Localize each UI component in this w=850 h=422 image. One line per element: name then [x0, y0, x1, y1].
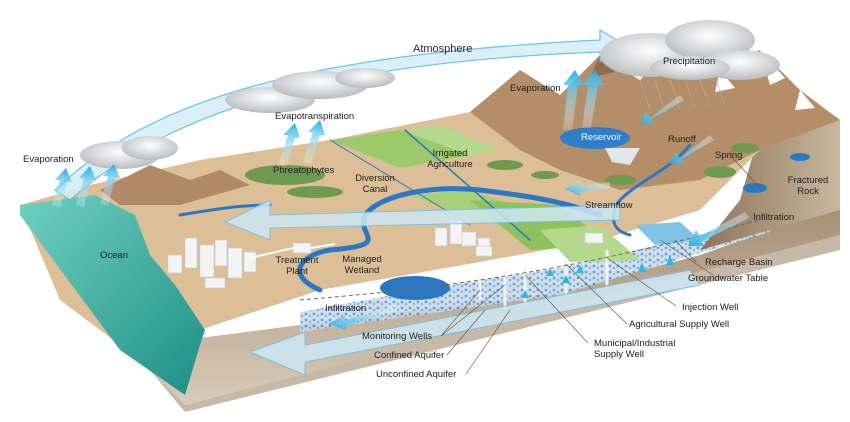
label-reservoir: Reservoir	[581, 132, 622, 143]
vegetation	[245, 143, 759, 198]
label-managed-wetland-line1: Managed	[342, 254, 382, 265]
label-fractured-rock-line2: Rock	[797, 186, 819, 197]
label-spring: Spring	[715, 150, 743, 161]
label-municipal-supply-well-line2: Supply Well	[594, 349, 644, 360]
label-infiltration-wetland: Infiltration	[325, 303, 367, 314]
streamflow-arrow	[565, 180, 610, 196]
label-municipal-supply-well: Municipal/Industrial Supply Well	[594, 338, 675, 360]
label-unconfined-aquifer: Unconfined Aquifer	[376, 369, 457, 380]
label-irrigated-agriculture-line2: Agriculture	[427, 159, 473, 170]
aquifer-band	[300, 215, 770, 332]
leader-lines	[440, 154, 761, 375]
surface-return-arrow	[223, 199, 621, 241]
infiltration-arrow-wetland	[328, 305, 397, 330]
label-diversion-canal-line2: Canal	[362, 184, 388, 195]
label-treatment-plant-line1: Treatment	[275, 255, 319, 266]
groundwater-table-line	[299, 219, 761, 301]
label-irrigated-agriculture: Irrigated Agriculture	[420, 148, 480, 170]
cloud-precipitation	[600, 20, 780, 80]
dam	[605, 148, 640, 165]
ocean	[20, 195, 205, 395]
label-diversion-canal: Diversion Canal	[350, 173, 400, 195]
runoff-arrows	[640, 95, 714, 164]
managed-wetland	[380, 276, 450, 300]
label-precipitation: Precipitation	[663, 56, 716, 67]
label-managed-wetland: Managed Wetland	[337, 254, 387, 276]
label-managed-wetland-line2: Wetland	[344, 265, 380, 276]
well-flow-arrows	[521, 255, 674, 298]
label-atmosphere: Atmosphere	[413, 43, 473, 55]
label-diversion-canal-line1: Diversion	[355, 173, 395, 184]
subsurface-return-arrow	[248, 269, 701, 376]
treatment-plants	[249, 232, 604, 259]
label-phreatophytes: Phreatophytes	[273, 165, 335, 176]
evapotranspiration-arrows	[278, 120, 325, 167]
label-evaporation-ocean: Evaporation	[23, 154, 74, 165]
reservoir	[560, 127, 630, 149]
groundwater-flow-arrows	[223, 199, 701, 376]
label-ocean: Ocean	[100, 250, 128, 261]
spring-pond	[743, 183, 767, 193]
clouds	[80, 20, 780, 169]
label-groundwater-table: Groundwater Table	[688, 273, 769, 284]
label-runoff: Runoff	[668, 134, 696, 145]
label-fractured-rock: Fractured Rock	[783, 175, 833, 197]
label-fractured-rock-line1: Fractured	[787, 175, 829, 186]
evaporation-arrows-reservoir	[563, 70, 604, 130]
label-recharge-basin: Recharge Basin	[705, 257, 773, 268]
cloud-evapotranspiration	[225, 68, 395, 113]
infiltration-arrow-mountain	[688, 212, 749, 246]
label-streamflow: Streamflow	[585, 200, 633, 211]
label-municipal-supply-well-line1: Municipal/Industrial	[594, 338, 676, 349]
label-irrigated-agriculture-line1: Irrigated	[432, 148, 468, 159]
fractured-rock-pond	[790, 153, 810, 161]
label-evapotranspiration: Evapotranspiration	[275, 111, 355, 122]
cloud-ocean	[80, 136, 178, 169]
precipitation-rain	[639, 77, 726, 113]
label-agricultural-supply-well: Agricultural Supply Well	[629, 319, 730, 330]
city-buildings	[167, 219, 491, 289]
recharge-basin	[635, 222, 700, 245]
label-treatment-plant-line2: Plant	[286, 266, 308, 277]
evaporation-arrows-ocean	[52, 164, 120, 208]
label-infiltration-mountain: Infiltration	[753, 212, 795, 223]
label-treatment-plant: Treatment Plant	[272, 255, 322, 277]
label-evaporation-reservoir: Evaporation	[510, 83, 561, 94]
label-confined-aquifer: Confined Aquifer	[374, 350, 445, 361]
label-monitoring-wells: Monitoring Wells	[362, 331, 433, 342]
label-injection-well: Injection Well	[682, 302, 739, 313]
